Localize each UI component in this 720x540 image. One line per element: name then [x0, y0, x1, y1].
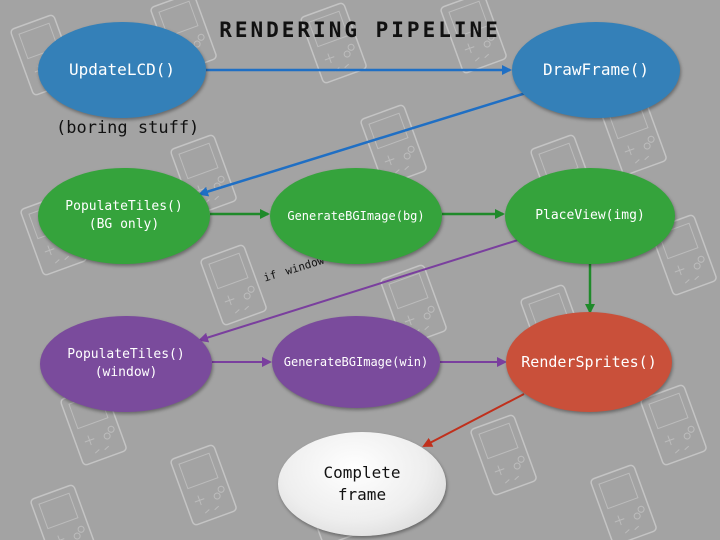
gameboy-icon — [170, 444, 237, 526]
boring-stuff-caption: (boring stuff) — [56, 118, 200, 138]
arrow-rendersprites-to-complete — [422, 393, 525, 447]
node-update-lcd: UpdateLCD() — [38, 22, 206, 118]
gameboy-icon — [640, 384, 707, 466]
gameboy-icon — [30, 484, 97, 540]
node-complete-frame: Complete frame — [278, 432, 446, 536]
node-populate-tiles-bg: PopulateTiles() (BG only) — [38, 168, 210, 264]
node-generate-bg-image-win: GenerateBGImage(win) — [272, 316, 440, 408]
node-draw-frame: DrawFrame() — [512, 22, 680, 118]
node-place-view: PlaceView(img) — [505, 168, 675, 264]
gameboy-icon — [440, 0, 507, 74]
arrow-drawframe-to-populatetiles-bg — [198, 91, 527, 197]
gameboy-icon — [470, 414, 537, 496]
arrow-placeview-to-populatetiles-window — [198, 239, 519, 343]
node-generate-bg-image-bg: GenerateBGImage(bg) — [270, 168, 442, 264]
diagram-title: RENDERING PIPELINE — [219, 18, 501, 42]
gameboy-icon — [590, 464, 657, 540]
node-populate-tiles-window: PopulateTiles() (window) — [40, 316, 212, 412]
gameboy-icon — [200, 244, 267, 326]
node-render-sprites: RenderSprites() — [506, 312, 672, 412]
